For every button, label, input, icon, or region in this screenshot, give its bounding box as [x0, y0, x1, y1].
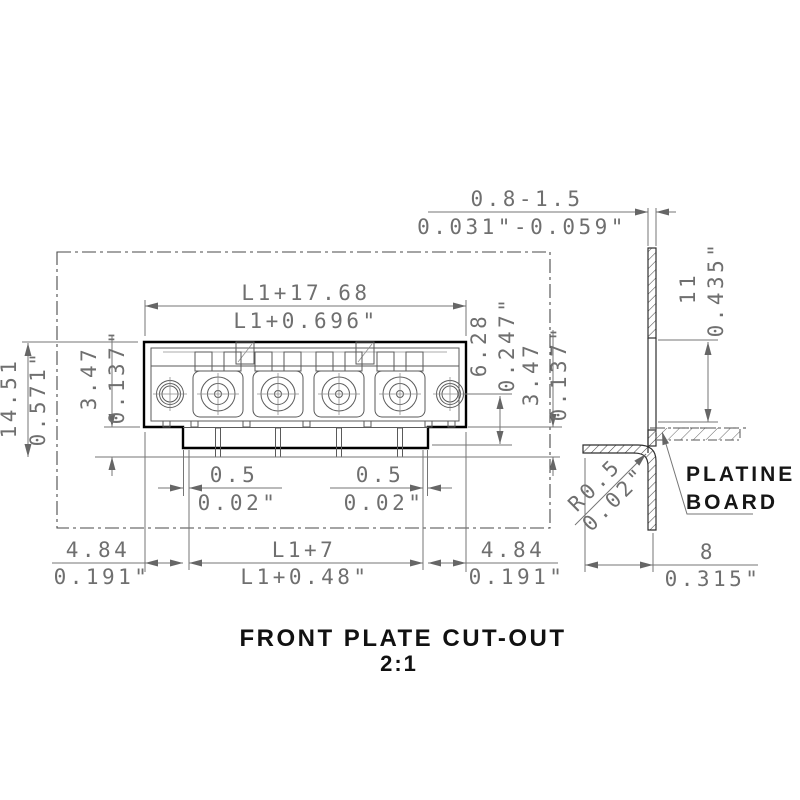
dim-margin-left-mm: 4.84 [66, 538, 131, 562]
terminal-3 [313, 351, 365, 458]
dim-overall-height: 14.51 0.571" [0, 341, 560, 458]
dim-slot-offset-right: 0.5 0.02" [330, 450, 452, 570]
dimensions: L1+17.68 L1+0.696" 0.8-1.5 0.031"-0.059"… [0, 187, 795, 591]
dim-plate-thickness-mm: 0.8-1.5 [470, 187, 583, 211]
dim-slot-offset-left-mm: 0.5 [210, 463, 258, 487]
platine-board-label-line2: BOARD [686, 491, 778, 514]
dim-overall-height-mm: 14.51 [0, 358, 21, 439]
dim-overall-width: L1+17.68 L1+0.696" [144, 281, 467, 336]
dim-plate-thickness-inch: 0.031"-0.059" [417, 215, 627, 239]
cutout-contour [142, 340, 468, 450]
dim-overall-height-inch: 0.571" [26, 350, 50, 447]
platine-board-label-line1: PLATINE [686, 463, 795, 486]
dim-slot-offset-left: 0.5 0.02" [158, 450, 282, 570]
dim-flange-height-right: 3.47 0.137" [468, 325, 571, 476]
dim-plate-thickness: 0.8-1.5 0.031"-0.059" [417, 187, 676, 246]
dim-contact-height-inch: 0.247" [495, 296, 519, 393]
dim-overall-width-inch: L1+0.696" [233, 309, 378, 333]
dim-cutout-height-inch: 0.435" [704, 241, 728, 338]
dim-flange-depth-inch: 0.315" [665, 567, 762, 591]
plate-section-mid [647, 429, 657, 447]
bent-flange-section [582, 444, 657, 531]
dim-overall-width-mm: L1+17.68 [241, 281, 370, 305]
bottom-serration [162, 420, 456, 428]
drawing-scale: 2:1 [380, 651, 418, 676]
dim-slot-width-mm: L1+7 [272, 538, 337, 562]
dim-bend-radius: R0.5 0.02" [563, 453, 651, 535]
terminal-2 [252, 351, 304, 458]
title-block: FRONT PLATE CUT-OUT 2:1 [239, 625, 566, 676]
board-section [655, 427, 741, 441]
dim-margin-left-inch: 0.191" [54, 565, 151, 589]
dim-cutout-height-mm: 11 [676, 272, 700, 304]
dim-bottom-row: 4.84 0.191" L1+7 L1+0.48" 4.84 0.191" [52, 432, 566, 589]
dim-flange-left-inch: 0.137" [105, 328, 129, 425]
dim-contact-height-mm: 6.28 [467, 313, 491, 378]
phantom-outline-box [56, 251, 551, 529]
dim-slot-offset-left-inch: 0.02" [198, 491, 279, 515]
terminal-1 [192, 351, 244, 458]
dim-flange-right-mm: 3.47 [519, 342, 543, 407]
dim-cutout-height: 11 0.435" [658, 241, 728, 423]
screw-hole-right [432, 376, 468, 412]
dim-flange-right-inch: 0.137" [547, 325, 571, 422]
dim-flange-depth-mm: 8 [700, 540, 716, 564]
dim-flange-left-mm: 3.47 [77, 346, 101, 411]
dim-margin-right-inch: 0.191" [469, 565, 566, 589]
dim-slot-width-inch: L1+0.48" [240, 565, 369, 589]
connector-body [150, 341, 468, 458]
dim-slot-offset-right-mm: 0.5 [356, 463, 404, 487]
dim-flange-depth: 8 0.315" [584, 458, 762, 591]
screw-hole-left [152, 376, 188, 412]
drawing-title: FRONT PLATE CUT-OUT [239, 625, 566, 652]
dim-flange-height-left: 3.47 0.137" [77, 328, 140, 476]
dim-slot-offset-right-inch: 0.02" [344, 491, 425, 515]
dim-contact-height: 6.28 0.247" [432, 296, 519, 446]
plate-section-upper [647, 247, 657, 339]
terminal-4 [374, 351, 426, 458]
front-view [56, 251, 551, 529]
platine-board-callout: PLATINE BOARD [662, 431, 795, 515]
side-view [582, 247, 748, 531]
dim-margin-right-mm: 4.84 [481, 538, 546, 562]
